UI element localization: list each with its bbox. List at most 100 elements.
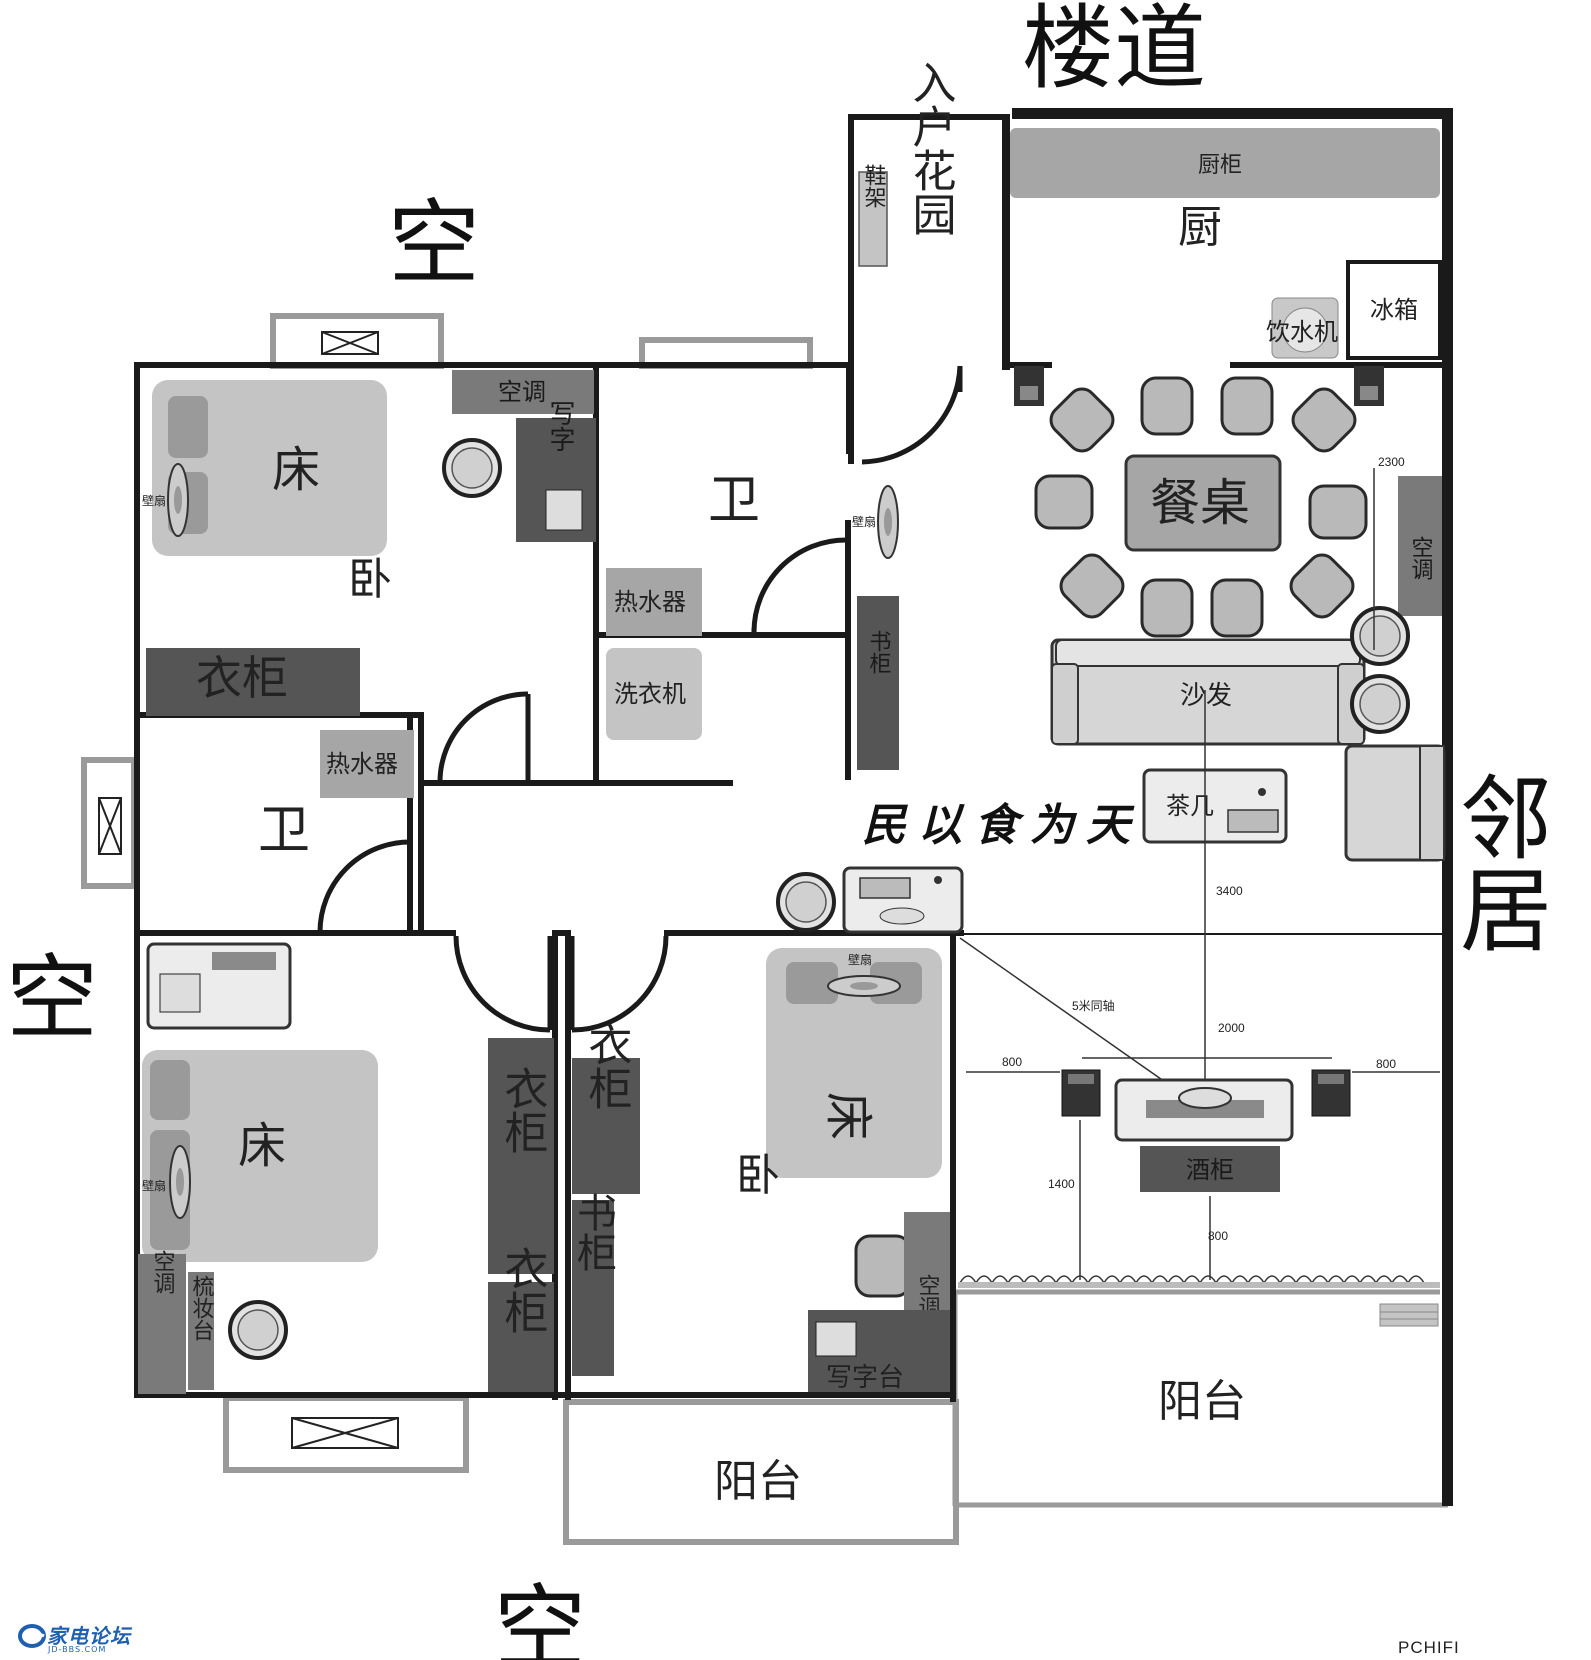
wardrobe-left-2 <box>488 1282 554 1392</box>
wardrobe-main-label: 衣柜 <box>196 651 288 705</box>
desk-mid-label: 写字台 <box>826 1363 904 1393</box>
dining-chairs <box>1034 376 1368 638</box>
tea-table-label: 茶几 <box>1166 792 1214 820</box>
bookshelf-mid <box>572 1200 614 1376</box>
void-bottom-label: 空 <box>494 1575 586 1660</box>
desk-main-label: 写字 <box>545 400 575 452</box>
hifi-speaker-right <box>1311 1069 1351 1117</box>
fridge-label: 冰箱 <box>1370 296 1418 324</box>
wall-fan-main <box>167 463 189 537</box>
shoe-rack-label: 鞋架 <box>861 164 887 208</box>
bed-left-label: 床 <box>238 1118 286 1174</box>
bookshelf-hall <box>857 596 899 770</box>
bathroom-main-label: 卫 <box>708 471 760 531</box>
dresser <box>188 1272 214 1390</box>
bedroom-second-label: 卧 <box>736 1150 780 1201</box>
bedroom-main-label: 卧 <box>348 554 392 605</box>
neighbor-label: 邻居 <box>1445 770 1552 954</box>
washing-machine <box>606 648 702 740</box>
motto: 民以食为天 <box>862 800 1142 851</box>
wardrobe-left-1-label: 衣柜 <box>497 1066 548 1154</box>
balcony-left-frame <box>563 1399 959 1545</box>
washing-machine-label: 洗衣机 <box>614 680 686 708</box>
kitchen-cabinet <box>1010 128 1440 198</box>
bed-mid <box>766 948 942 1178</box>
balcony-right-label: 阳台 <box>1158 1376 1246 1427</box>
void-top-label: 空 <box>388 190 480 297</box>
wall-fan-mid-label: 壁扇 <box>848 952 872 967</box>
wall-fan-hall <box>877 485 899 559</box>
ac-bedroom-main <box>452 370 594 414</box>
dim-800-bottom: 800 <box>1208 1229 1228 1243</box>
water-heater-2 <box>320 730 414 798</box>
wall-fan-left <box>169 1145 191 1219</box>
walls <box>134 108 1453 1506</box>
curtain <box>959 1275 1425 1285</box>
bedside-desk-left <box>146 942 292 1030</box>
dining-table-label: 餐桌 <box>1150 474 1250 532</box>
corridor-label: 楼道 <box>1022 0 1206 102</box>
wall-fan-mid <box>827 975 901 997</box>
void-left-label: 空 <box>6 945 98 1052</box>
dim-3400: 3400 <box>1216 884 1243 898</box>
bed-left <box>142 1050 378 1262</box>
dim-1400: 1400 <box>1048 1177 1075 1191</box>
water-dispenser-label: 饮水机 <box>1266 318 1338 346</box>
wine-cabinet-label: 酒柜 <box>1186 1156 1234 1184</box>
hifi-speaker-left <box>1061 1069 1101 1117</box>
bed-main-label: 床 <box>272 442 320 498</box>
dim-2300: 2300 <box>1378 455 1405 469</box>
doors <box>317 365 963 1033</box>
author-credit: PCHIFI <box>1398 1638 1460 1657</box>
window-left <box>81 757 137 889</box>
water-dispenser <box>1271 297 1339 359</box>
balcony-left-label: 阳台 <box>714 1456 802 1507</box>
window-top-left <box>270 313 444 369</box>
bathroom-second-label: 卫 <box>258 801 310 861</box>
curtain-rail <box>958 1282 1440 1288</box>
kitchen-label: 厨 <box>1178 202 1222 253</box>
wardrobe-mid-label: 衣柜 <box>581 1022 632 1110</box>
sofa <box>1050 638 1366 746</box>
bookshelf-mid-label: 书柜 <box>570 1192 617 1272</box>
bed-mid-label: 床 <box>820 1092 876 1140</box>
wardrobe-main <box>146 648 360 716</box>
dim-800-right: 800 <box>1376 1057 1396 1071</box>
dim-800-left: 800 <box>1002 1055 1022 1069</box>
entry-garden-label: 入户花园 <box>905 60 956 236</box>
ac-living-label: 空调 <box>1408 536 1434 580</box>
water-heater-1 <box>606 568 702 636</box>
dresser-label: 梳妆台 <box>189 1275 215 1341</box>
tv-stand <box>1114 1078 1294 1142</box>
kitchen-cabinet-label: 厨柜 <box>1198 153 1242 178</box>
wall-fan-hall-label: 壁扇 <box>852 514 876 529</box>
wardrobe-left-2-label: 衣柜 <box>497 1246 548 1334</box>
ac-bedroom-main-label: 空调 <box>498 378 546 406</box>
chair-mid <box>854 1234 912 1298</box>
shoe-rack <box>858 171 888 267</box>
fridge <box>1346 260 1442 360</box>
site-url: JD-BBS.COM <box>48 1645 107 1654</box>
ac-living <box>1398 476 1442 616</box>
sofa-label: 沙发 <box>1180 681 1232 711</box>
balcony-vent <box>1379 1303 1439 1327</box>
wall-fan-main-label: 壁扇 <box>142 493 166 508</box>
wine-cabinet <box>1140 1146 1280 1192</box>
wardrobe-mid <box>572 1058 640 1194</box>
floor-lamps <box>228 438 1410 1360</box>
projector-cabinet <box>842 866 964 934</box>
wardrobe-left-1 <box>488 1038 554 1274</box>
ac-left <box>138 1254 186 1394</box>
ac-left-label: 空调 <box>150 1250 176 1294</box>
water-heater-2-label: 热水器 <box>326 750 398 778</box>
water-heater-1-label: 热水器 <box>614 588 686 616</box>
dim-coax: 5米同轴 <box>1072 998 1115 1013</box>
tea-table <box>1142 768 1288 844</box>
window-bottom-left <box>223 1395 469 1473</box>
dim-2000: 2000 <box>1218 1021 1245 1035</box>
wall-fan-left-label: 壁扇 <box>142 1178 166 1193</box>
armchair <box>1344 744 1446 862</box>
dining-table <box>1124 454 1282 552</box>
site-logo <box>17 1624 47 1648</box>
